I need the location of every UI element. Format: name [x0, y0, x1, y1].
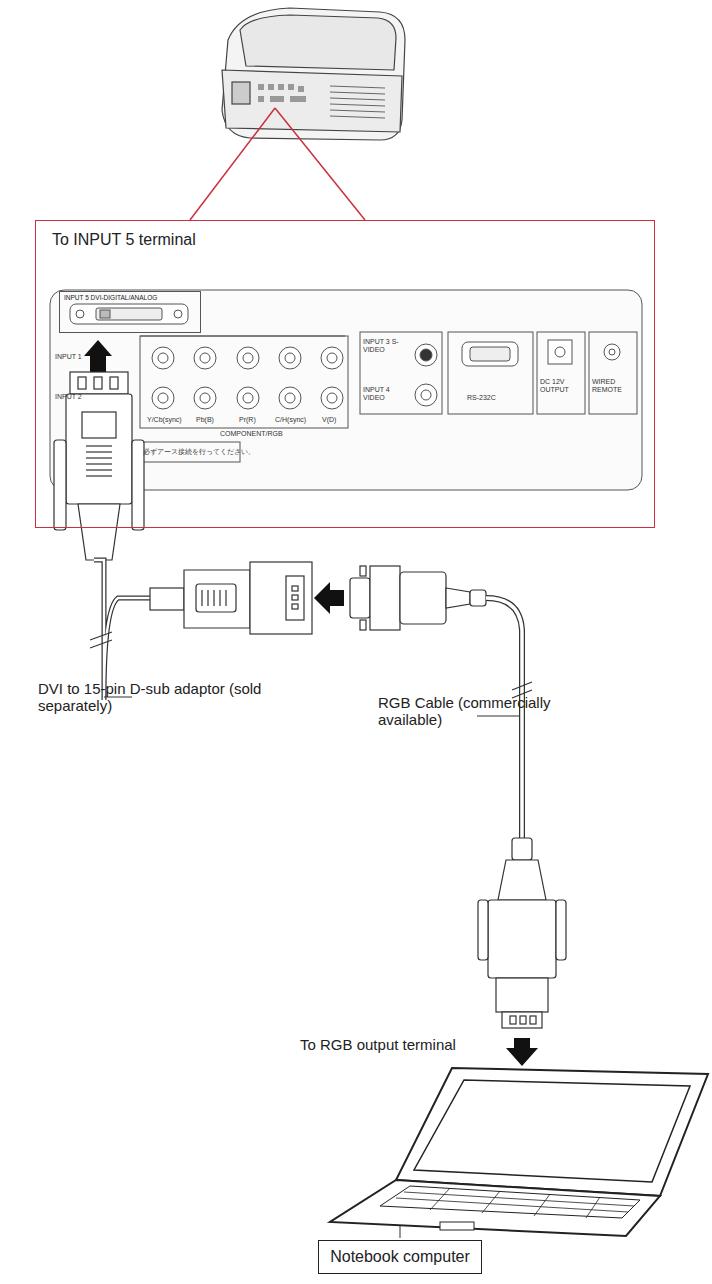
terminal-label: WIRED REMOTE	[592, 378, 632, 394]
terminal-label: INPUT 1	[55, 353, 82, 361]
rgb-cable	[350, 566, 566, 1028]
part-label: To RGB output terminal	[300, 1036, 456, 1053]
terminal-label: INPUT 2	[55, 393, 82, 401]
dsub-adaptor	[150, 562, 312, 634]
part-label: DVI to 15-pin D-sub adaptor (sold separa…	[38, 680, 288, 715]
terminal-label: COMPONENT/RGB	[220, 430, 283, 438]
terminal-label: 必ずアース接続を行ってください。	[143, 448, 255, 456]
insert-arrow	[506, 1038, 538, 1066]
terminal-label: INPUT 3 S-VIDEO	[363, 338, 407, 354]
terminal-label: C/H(sync)	[275, 416, 306, 424]
callout-frame: To INPUT 5 terminalINPUT 5 DVI-DIGITAL/A…	[35, 220, 655, 528]
caption-box: Notebook computer	[318, 1240, 482, 1274]
node-text: INPUT 5 DVI-DIGITAL/ANALOG	[64, 294, 157, 301]
insert-arrow	[84, 340, 112, 372]
node-text: To INPUT 5 terminal	[52, 231, 196, 249]
terminal-label: INPUT 4 VIDEO	[363, 386, 407, 402]
terminal-box: INPUT 5 DVI-DIGITAL/ANALOG	[59, 291, 201, 333]
terminal-label: Y/Cb(sync)	[147, 416, 182, 424]
insert-arrow	[314, 582, 344, 614]
terminal-label: DC 12V OUTPUT	[540, 378, 580, 394]
terminal-label: RS-232C	[467, 394, 496, 402]
terminal-label: Pb(B)	[196, 416, 214, 424]
notebook-illustration	[330, 1068, 708, 1236]
callout-lines	[190, 108, 365, 220]
terminal-label: V(D)	[322, 416, 336, 424]
node-text: Notebook computer	[330, 1248, 470, 1266]
part-label: RGB Cable (commercially available)	[378, 694, 598, 729]
terminal-label: Pr(R)	[239, 416, 256, 424]
dvi-plug	[54, 372, 150, 700]
projector-illustration	[222, 8, 405, 140]
